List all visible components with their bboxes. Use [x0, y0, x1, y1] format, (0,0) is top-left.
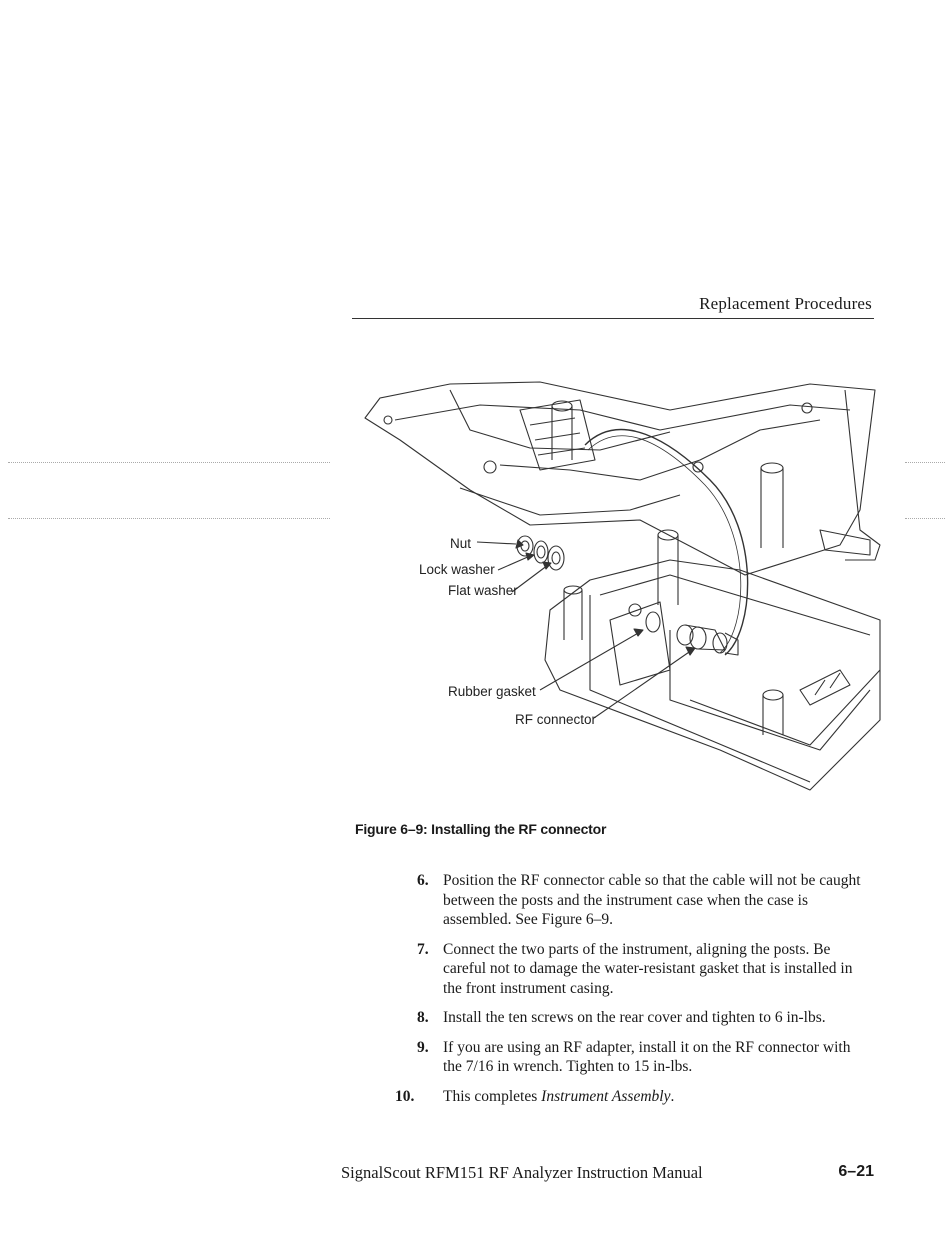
panel-lower-edge [459, 487, 681, 516]
rf-cable [584, 428, 749, 656]
step-text: If you are using an RF adapter, install … [443, 1038, 851, 1076]
step-9: 9. If you are using an RF adapter, insta… [395, 1038, 870, 1077]
margin-rule-lower-left [8, 518, 330, 519]
procedure-steps: 6. Position the RF connector cable so th… [395, 871, 870, 1116]
procedure-name: Instrument Assembly [541, 1087, 671, 1105]
bracket [519, 399, 596, 471]
step-text: Connect the two parts of the instrument,… [443, 940, 853, 997]
figure-caption: Figure 6–9: Installing the RF connector [355, 821, 607, 837]
margin-rule-upper-left [8, 462, 330, 463]
margin-rule-lower-right [905, 518, 945, 519]
panel-rib [449, 389, 671, 451]
step-number: 6. [417, 872, 429, 889]
panel-inner-edge [394, 404, 851, 431]
step-8: 8. Install the ten screws on the rear co… [395, 1008, 870, 1028]
step-6: 6. Position the RF connector cable so th… [395, 871, 870, 930]
margin-rule-upper-right [905, 462, 945, 463]
step-text: Position the RF connector cable so that … [443, 872, 861, 928]
step-text: Install the ten screws on the rear cover… [443, 1009, 826, 1026]
header-rule [352, 318, 874, 319]
step-text-part: . [670, 1087, 675, 1105]
rear-case [544, 559, 881, 791]
callout-lock-washer: Lock washer [419, 562, 495, 577]
step-text: This completes Instrument Assembly. [443, 1088, 674, 1105]
callout-flat-washer: Flat washer [448, 583, 518, 598]
flat-washer-part [547, 545, 565, 571]
rf-connector-illustration: Nut Lock washer Flat washer Rubber gaske… [364, 381, 881, 791]
step-number: 9. [417, 1038, 429, 1056]
step-text-part: This completes [443, 1087, 542, 1105]
page-number: 6–21 [838, 1163, 874, 1180]
running-header: Replacement Procedures [699, 294, 872, 313]
rubber-gasket-part [645, 611, 661, 633]
step-number: 10. [395, 1087, 415, 1105]
step-10: 10. This completes Instrument Assembly. [395, 1087, 870, 1107]
step-number: 7. [417, 940, 429, 958]
front-case-panel [364, 381, 876, 576]
callout-rubber-gasket: Rubber gasket [448, 684, 536, 699]
lock-washer-part [533, 540, 549, 564]
step-7: 7. Connect the two parts of the instrume… [395, 940, 870, 999]
step-number: 8. [417, 1009, 429, 1026]
callout-rf-connector: RF connector [515, 712, 597, 727]
rf-connector-part [676, 624, 739, 656]
panel-ledge [499, 419, 821, 481]
footer-manual-title: SignalScout RFM151 RF Analyzer Instructi… [341, 1163, 703, 1182]
callout-nut: Nut [450, 536, 471, 551]
